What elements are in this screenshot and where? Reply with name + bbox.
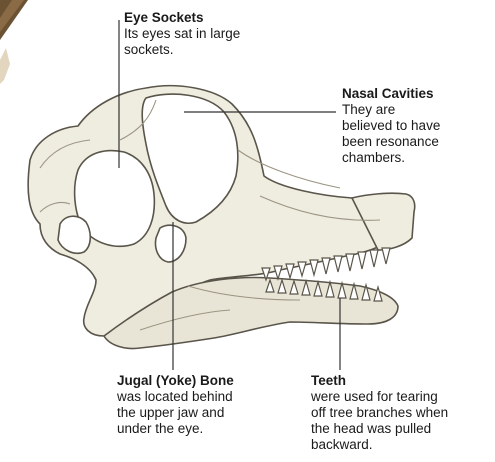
jugal-bone-title: Jugal (Yoke) Bone — [117, 373, 297, 389]
eye-sockets-label: Eye Sockets Its eyes sat in large socket… — [124, 10, 304, 58]
nasal-cavities-label: Nasal Cavities They are believed to have… — [342, 86, 492, 166]
frame-corner — [0, 0, 28, 84]
teeth-text: were used for tearing off tree branches … — [311, 389, 493, 453]
eye-sockets-title: Eye Sockets — [124, 10, 304, 26]
lower-opening — [58, 216, 90, 253]
nasal-cavities-title: Nasal Cavities — [342, 86, 492, 102]
teeth-title: Teeth — [311, 373, 493, 389]
teeth-label: Teeth were used for tearing off tree bra… — [311, 373, 493, 453]
jugal-bone-text: was located behind the upper jaw and und… — [117, 389, 297, 437]
jugal-bone-label: Jugal (Yoke) Bone was located behind the… — [117, 373, 297, 437]
nasal-cavities-text: They are believed to have been resonance… — [342, 102, 492, 166]
eye-sockets-text: Its eyes sat in large sockets. — [124, 26, 304, 58]
